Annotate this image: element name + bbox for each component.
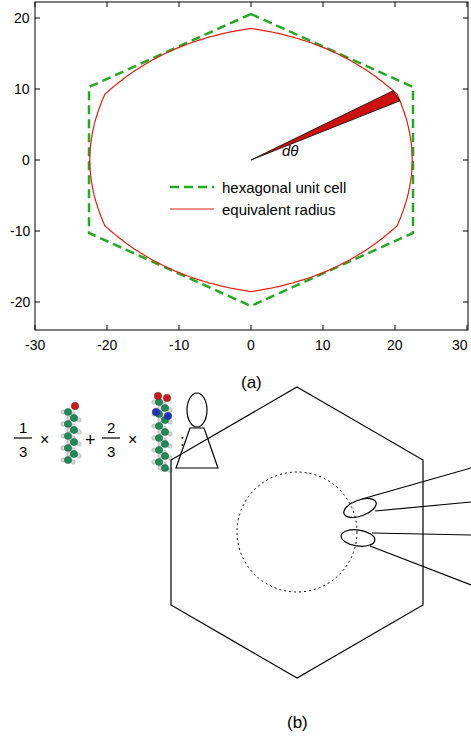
tick-label: -10 xyxy=(10,224,30,238)
tick xyxy=(35,231,40,232)
tick xyxy=(107,2,108,7)
tick xyxy=(323,325,324,330)
tick xyxy=(395,2,396,7)
carbon-atom xyxy=(161,404,168,411)
d-theta-wedge xyxy=(251,91,400,160)
carbon-atom xyxy=(70,426,77,433)
tick-label: 0 xyxy=(247,338,255,352)
carbon-atom xyxy=(70,438,77,445)
carbon-atom xyxy=(155,422,162,429)
legend-text: hexagonal unit cell xyxy=(222,180,346,195)
hetero-atom xyxy=(164,412,172,420)
tick-label: 30 xyxy=(452,338,468,352)
legend-text: equivalent radius xyxy=(222,202,335,217)
tick-label: 10 xyxy=(14,82,30,96)
tick-label: -30 xyxy=(25,338,45,352)
formula-symbol: × xyxy=(40,432,49,448)
formula-symbol: × xyxy=(128,432,137,448)
tick xyxy=(35,89,40,90)
tick-label: 20 xyxy=(387,338,403,352)
axis-ticks xyxy=(35,2,468,330)
lipid-tail xyxy=(370,546,471,585)
lipid-head xyxy=(340,528,376,549)
fraction-bar xyxy=(102,437,120,438)
formula-symbol: 3 xyxy=(19,444,27,459)
carbon-atom xyxy=(155,458,162,465)
tick xyxy=(35,302,40,303)
tick xyxy=(35,18,40,19)
carbon-atom xyxy=(161,428,168,435)
tick xyxy=(35,160,40,161)
carbon-atom xyxy=(161,464,168,471)
tick xyxy=(251,2,252,7)
tick xyxy=(179,2,180,7)
lipid-head xyxy=(341,495,378,522)
carbon-atom xyxy=(155,434,162,441)
carbon-atom xyxy=(161,440,168,447)
tick xyxy=(467,325,468,330)
plot-frame xyxy=(35,2,468,330)
tick xyxy=(107,325,108,330)
carbon-atom xyxy=(155,446,162,453)
carbon-atom xyxy=(64,432,71,439)
tick xyxy=(323,2,324,7)
tick xyxy=(463,89,468,90)
tick-label: 20 xyxy=(14,11,30,25)
tick xyxy=(463,18,468,19)
head-ellipse xyxy=(187,393,207,427)
tick xyxy=(463,302,468,303)
equivalent-radius-curve xyxy=(90,28,412,291)
hetero-atom xyxy=(152,408,160,416)
tick xyxy=(35,2,36,7)
tail-trapezoid xyxy=(176,428,218,468)
tick-label: 0 xyxy=(22,153,30,167)
carbon-atom xyxy=(64,408,71,415)
angle-label: dθ xyxy=(282,143,298,158)
formula-symbol: 1 xyxy=(19,420,27,435)
carbon-atom xyxy=(64,456,71,463)
carbon-atom xyxy=(64,444,71,451)
tick xyxy=(463,160,468,161)
fraction-bar xyxy=(14,437,32,438)
hetero-atom xyxy=(163,394,171,402)
tick xyxy=(467,2,468,7)
tick xyxy=(463,231,468,232)
molecule-sketches xyxy=(61,392,172,472)
hexagonal-cell xyxy=(89,14,413,306)
tick-label: 10 xyxy=(315,338,331,352)
panel-label: (b) xyxy=(287,714,308,731)
lipid-tail xyxy=(372,533,471,535)
formula-symbol: 3 xyxy=(107,444,115,459)
carbon-atom xyxy=(64,420,71,427)
hexagon-cell xyxy=(171,387,423,678)
carbon-atom xyxy=(70,414,77,421)
hetero-atom xyxy=(154,392,162,400)
lipid-tail xyxy=(375,502,471,511)
tick xyxy=(35,325,36,330)
tick xyxy=(251,325,252,330)
panel-label: (a) xyxy=(241,374,262,391)
formula-symbol: : xyxy=(180,432,185,449)
carbon-atom xyxy=(70,450,77,457)
legend-sample-red xyxy=(170,208,214,209)
dotted-circle xyxy=(237,472,357,592)
tick xyxy=(395,325,396,330)
tick xyxy=(179,325,180,330)
carbon-atom xyxy=(161,452,168,459)
legend-sample-dashed xyxy=(170,186,214,189)
lipid-tail xyxy=(362,468,471,499)
formula-symbol: 2 xyxy=(107,420,115,435)
formula-symbol: + xyxy=(85,431,96,449)
tick-label: -20 xyxy=(97,338,117,352)
tick-label: -10 xyxy=(169,338,189,352)
hetero-atom xyxy=(71,402,79,410)
tick-label: -20 xyxy=(10,295,30,309)
